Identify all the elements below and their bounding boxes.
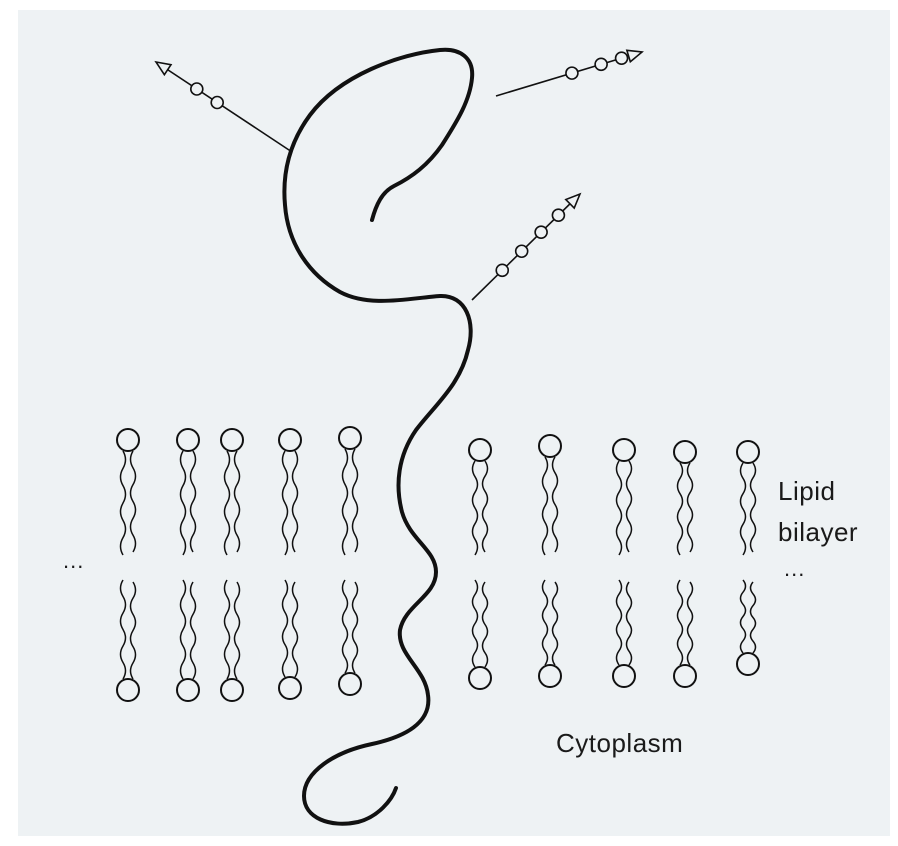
lipid-head-lower [279,677,301,699]
lipid-head-upper [117,429,139,451]
sugar-residue [516,245,528,257]
lipid-head-upper [469,439,491,461]
lipid-head-lower [613,665,635,687]
sugar-residue [552,209,564,221]
lipid-head-lower [469,667,491,689]
lipid-head-lower [339,673,361,695]
lipid-head-upper [339,427,361,449]
cytoplasm-label: Cytoplasm [556,728,683,759]
lipid-bilayer-label-line2: bilayer [778,517,858,548]
sugar-residue [191,83,203,95]
lipid-head-upper [613,439,635,461]
lipid-head-lower [221,679,243,701]
lipid-head-upper [737,441,759,463]
lipid-bilayer-label-line1: Lipid [778,476,835,507]
lipid-head-upper [279,429,301,451]
ellipsis-left: ... [63,548,84,574]
lipid-head-upper [674,441,696,463]
lipid-head-upper [221,429,243,451]
sugar-residue [535,226,547,238]
ellipsis-right: ... [784,556,805,582]
lipid-head-lower [539,665,561,687]
sugar-residue [566,67,578,79]
diagram-background [18,10,890,836]
sugar-residue [496,264,508,276]
lipid-head-upper [539,435,561,457]
lipid-head-lower [117,679,139,701]
sugar-residue [211,97,223,109]
sugar-residue [595,58,607,70]
lipid-head-lower [177,679,199,701]
lipid-head-lower [674,665,696,687]
lipid-head-lower [737,653,759,675]
lipid-head-upper [177,429,199,451]
sugar-residue [616,52,628,64]
